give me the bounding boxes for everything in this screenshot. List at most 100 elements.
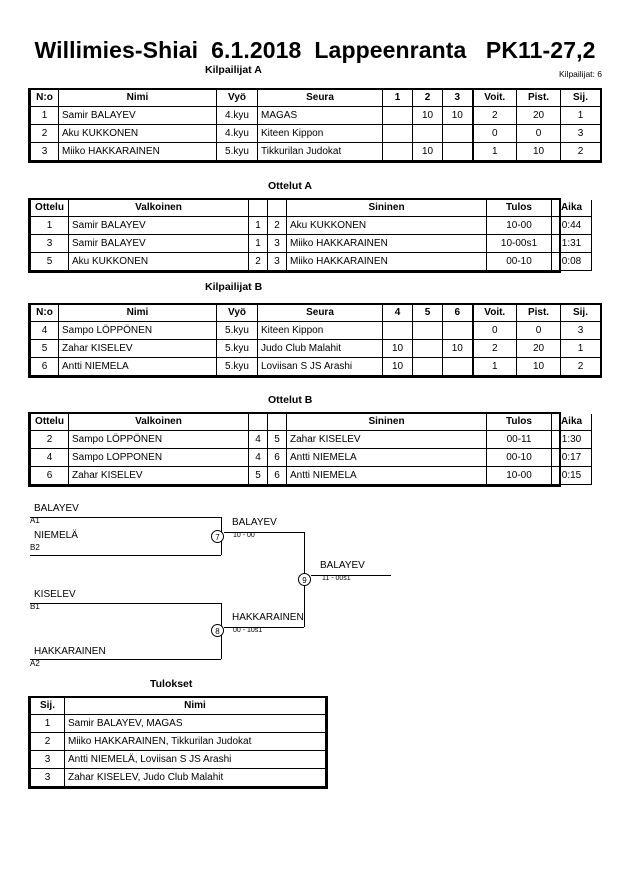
bracket-entry-name: KISELEV <box>34 589 76 600</box>
cell-m4 <box>382 321 413 340</box>
table-row: 4 Sampo LOPPONEN 4 6 Antti NIEMELA 00-10… <box>30 448 592 467</box>
cell-time: 0:08 <box>551 252 592 271</box>
cell-blue-no: 3 <box>267 252 287 271</box>
col-name: Nimi <box>64 698 326 715</box>
col-points: Pist. <box>516 90 561 107</box>
cell-m5 <box>412 339 443 358</box>
cell-club: Tikkurilan Judokat <box>257 142 383 161</box>
cell-match: 6 <box>30 466 69 485</box>
table-row: 4 Sampo LÖPPÖNEN 5.kyu Kiteen Kippon 0 0… <box>30 321 601 340</box>
col-club: Seura <box>257 305 383 322</box>
col-m6: 6 <box>442 305 473 322</box>
cell-club: Kiteen Kippon <box>257 321 383 340</box>
bracket-line <box>30 517 221 518</box>
table-row: 2 Aku KUKKONEN 4.kyu Kiteen Kippon 0 0 3 <box>30 124 601 143</box>
cell-no: 3 <box>30 142 59 161</box>
cell-club: Kiteen Kippon <box>257 124 383 143</box>
col-name: Nimi <box>58 305 217 322</box>
cell-no: 1 <box>30 106 59 125</box>
cell-name: Miiko HAKKARAINEN <box>58 142 217 161</box>
cell-m1 <box>382 142 413 161</box>
cell-white: Samir BALAYEV <box>68 234 249 253</box>
cell-no: 2 <box>30 124 59 143</box>
cell-wins: 2 <box>471 106 517 125</box>
cell-rank: 3 <box>30 768 65 787</box>
bracket-node: 7 <box>211 530 224 543</box>
table-row: 1 Samir BALAYEV, MAGAS <box>30 714 326 733</box>
cell-rank: 3 <box>560 321 601 340</box>
col-m1: 1 <box>382 90 413 107</box>
cell-name: Zahar KISELEV <box>58 339 217 358</box>
cell-belt: 5.kyu <box>216 321 258 340</box>
cell-white: Sampo LÖPPÖNEN <box>68 430 249 449</box>
cell-m4: 10 <box>382 339 413 358</box>
col-rank: Sij. <box>30 698 65 715</box>
cell-white-no: 4 <box>248 430 268 449</box>
matches-b-table: Ottelu Valkoinen Sininen Tulos Aika 2 Sa… <box>28 412 592 487</box>
table-row: 3 Miiko HAKKARAINEN 5.kyu Tikkurilan Jud… <box>30 142 601 161</box>
cell-blue-no: 2 <box>267 216 287 235</box>
cell-rank: 2 <box>560 142 601 161</box>
pool-b-table: N:o Nimi Vyö Seura 4 5 6 Voit. Pist. Sij… <box>28 303 602 378</box>
col-m2: 2 <box>412 90 443 107</box>
cell-white-no: 2 <box>248 252 268 271</box>
cell-rank: 2 <box>560 357 601 376</box>
cell-belt: 5.kyu <box>216 357 258 376</box>
col-white-no <box>248 200 268 217</box>
bracket-entry-name: HAKKARAINEN <box>34 646 106 657</box>
cell-wins: 2 <box>471 339 517 358</box>
cell-name: Antti NIEMELA <box>58 357 217 376</box>
cell-club: MAGAS <box>257 106 383 125</box>
cell-white: Aku KUKKONEN <box>68 252 249 271</box>
cell-white-no: 5 <box>248 466 268 485</box>
col-white: Valkoinen <box>68 414 249 431</box>
table-row: 2 Sampo LÖPPÖNEN 4 5 Zahar KISELEV 00-11… <box>30 430 592 449</box>
col-result: Tulos <box>486 200 552 217</box>
cell-time: 0:17 <box>551 448 592 467</box>
cell-white-no: 4 <box>248 448 268 467</box>
cell-points: 0 <box>516 124 561 143</box>
bracket-line <box>311 575 391 576</box>
matches-a-table: Ottelu Valkoinen Sininen Tulos Aika 1 Sa… <box>28 198 592 273</box>
cell-rank: 3 <box>560 124 601 143</box>
col-points: Pist. <box>516 305 561 322</box>
cell-points: 10 <box>516 142 561 161</box>
col-blue-no <box>267 414 287 431</box>
cell-match: 4 <box>30 448 69 467</box>
cell-m2 <box>412 124 443 143</box>
bracket-entry-seed: A2 <box>30 659 40 668</box>
table-header-row: N:o Nimi Vyö Seura 4 5 6 Voit. Pist. Sij… <box>30 305 601 322</box>
pool-b-caption: Kilpailijat B <box>205 281 263 293</box>
cell-m1 <box>382 124 413 143</box>
cell-name: Aku KUKKONEN <box>58 124 217 143</box>
bracket-line <box>30 555 221 556</box>
col-result: Tulos <box>486 414 552 431</box>
bracket-entry-seed: A1 <box>30 516 40 525</box>
cell-match: 1 <box>30 216 69 235</box>
cell-blue-no: 5 <box>267 430 287 449</box>
col-no: N:o <box>30 305 59 322</box>
col-match: Ottelu <box>30 414 69 431</box>
cell-no: 4 <box>30 321 59 340</box>
bracket-node: 8 <box>211 624 224 637</box>
cell-white: Sampo LOPPONEN <box>68 448 249 467</box>
table-row: 6 Zahar KISELEV 5 6 Antti NIEMELA 10-00 … <box>30 466 592 485</box>
cell-match: 5 <box>30 252 69 271</box>
cell-result: 00-10 <box>486 252 552 271</box>
col-belt: Vyö <box>216 305 258 322</box>
cell-wins: 0 <box>471 124 517 143</box>
table-row: 1 Samir BALAYEV 4.kyu MAGAS 10 10 2 20 1 <box>30 106 601 125</box>
bracket-entry-seed: B1 <box>30 602 40 611</box>
table-row: 5 Zahar KISELEV 5.kyu Judo Club Malahit … <box>30 339 601 358</box>
table-row: 1 Samir BALAYEV 1 2 Aku KUKKONEN 10-00 0… <box>30 216 592 235</box>
cell-m2: 10 <box>412 142 443 161</box>
bracket-entry-seed: B2 <box>30 543 40 552</box>
col-white: Valkoinen <box>68 200 249 217</box>
bracket-node-winner: BALAYEV <box>232 517 277 528</box>
col-white-no <box>248 414 268 431</box>
cell-points: 20 <box>516 106 561 125</box>
cell-name: Antti NIEMELÄ, Loviisan S JS Arashi <box>64 750 326 769</box>
cell-result: 00-10 <box>486 448 552 467</box>
cell-white-no: 1 <box>248 216 268 235</box>
cell-result: 00-11 <box>486 430 552 449</box>
